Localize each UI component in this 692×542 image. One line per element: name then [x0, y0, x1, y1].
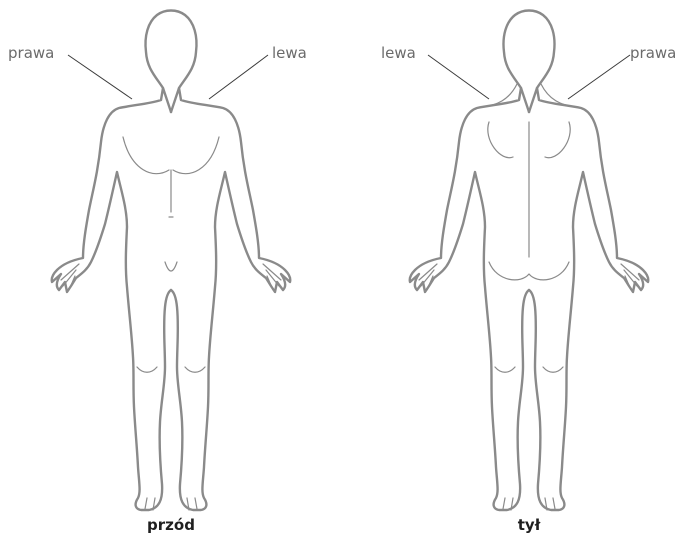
- back-left-leader: [428, 55, 489, 99]
- front-right-leader: [68, 55, 132, 99]
- front-left-leader: [209, 55, 268, 99]
- back-label-right-side: prawa: [630, 44, 676, 62]
- front-chest-line: [123, 137, 219, 174]
- back-neck-lines: [483, 84, 575, 107]
- front-view-caption: przód: [147, 516, 195, 534]
- front-groin: [165, 262, 177, 271]
- front-label-right-side: prawa: [8, 44, 54, 62]
- front-label-left-side: lewa: [272, 44, 307, 62]
- back-glutes: [489, 262, 569, 280]
- back-right-leader: [568, 55, 630, 99]
- back-figure: [410, 11, 649, 511]
- back-label-left-side: lewa: [381, 44, 416, 62]
- back-view-caption: tył: [518, 516, 541, 534]
- front-figure: [52, 11, 291, 511]
